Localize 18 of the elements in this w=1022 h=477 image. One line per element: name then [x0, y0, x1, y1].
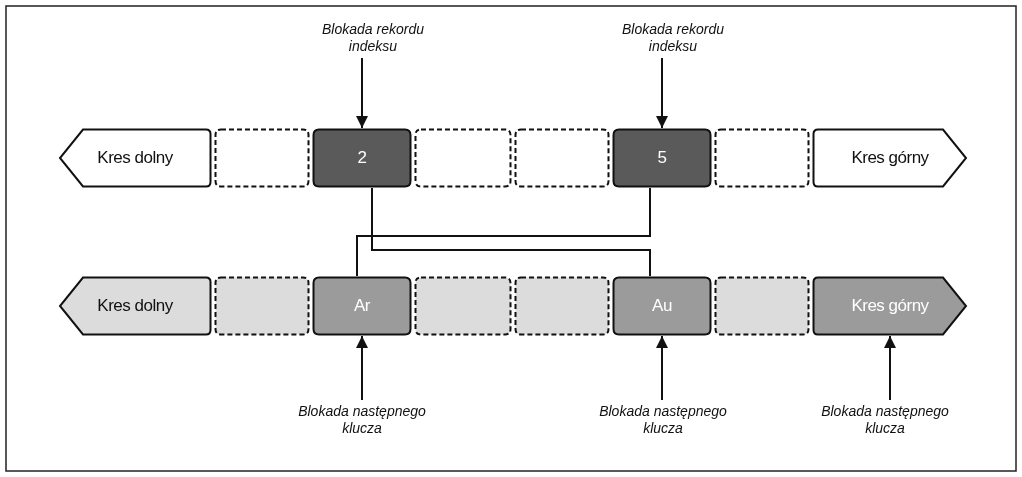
- caption-text: Blokada rekordu indeksu: [621, 21, 725, 55]
- box-label: Kres dolny: [97, 296, 173, 316]
- caption-text: Blokada rekordu indeksu: [321, 21, 425, 55]
- box-label: Ar: [354, 296, 370, 316]
- arrow: [656, 335, 668, 401]
- box-label: 2: [357, 148, 367, 168]
- arrow: [884, 335, 896, 401]
- caption-text: Blokada następnego klucza: [598, 403, 728, 437]
- arrow: [356, 335, 368, 401]
- box-label: Au: [652, 296, 672, 316]
- caption-text: Blokada następnego klucza: [297, 403, 427, 437]
- box-label: Kres dolny: [97, 148, 173, 168]
- box-label: 5: [657, 148, 667, 168]
- box-label: Kres górny: [851, 296, 929, 316]
- arrow: [356, 57, 368, 129]
- caption-text: Blokada następnego klucza: [820, 403, 950, 437]
- arrow: [656, 57, 668, 129]
- box-label: Kres górny: [851, 148, 929, 168]
